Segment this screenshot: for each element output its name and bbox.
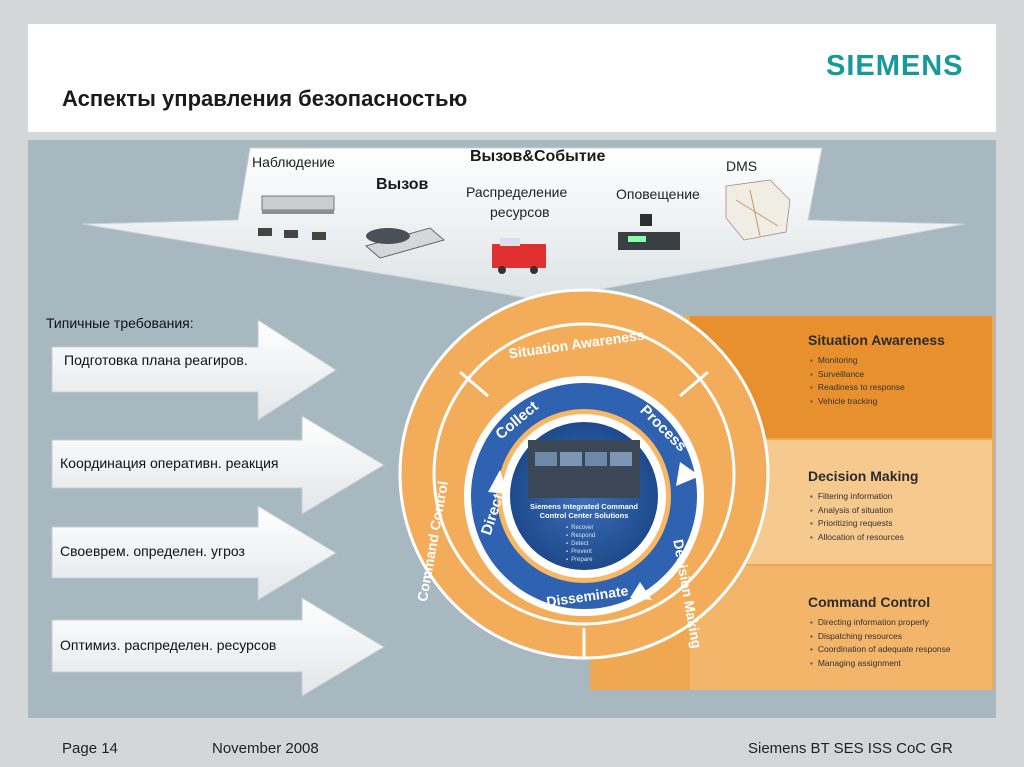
footer-org: Siemens BT SES ISS CoC GR	[748, 740, 953, 757]
control-room-screen-1	[535, 452, 557, 466]
side-tab-2-item: Allocation of resources	[810, 531, 904, 545]
core-list: Recover Respond Detect Prevent Prepare	[566, 524, 595, 564]
label-resource-allocation-1: Распределение	[466, 184, 568, 200]
control-room-screen-3	[585, 452, 607, 466]
requirement-arrows	[51, 319, 385, 697]
core-item-prevent: Prevent	[566, 548, 595, 556]
side-tab-2-item: Prioritizing requests	[810, 517, 904, 531]
side-tab-1-item: Readiness to response	[810, 381, 905, 395]
disseminate-arrow-head	[630, 582, 652, 600]
label-dms: DMS	[726, 158, 758, 174]
header-bar	[28, 24, 996, 132]
side-tab-3-item: Dispatching resources	[810, 630, 951, 644]
side-tab-3-item: Managing assignment	[810, 657, 951, 671]
requirement-arrow-4	[51, 597, 385, 697]
label-surveillance: Наблюдение	[252, 154, 335, 170]
core-item-prepare: Prepare	[566, 556, 595, 564]
side-tab-3-list: Directing information properly Dispatchi…	[810, 616, 951, 670]
core-title: Siemens Integrated Command Control Cente…	[524, 502, 644, 520]
side-tab-1-item: Vehicle tracking	[810, 395, 905, 409]
core-title-line-2: Control Center Solutions	[539, 511, 629, 520]
requirement-item-4: Оптимиз. распределен. ресурсов	[60, 637, 277, 653]
dms-map-icon	[725, 179, 791, 241]
control-room-image	[528, 440, 640, 498]
side-tab-1-item: Monitoring	[810, 354, 905, 368]
side-tab-1-list: Monitoring Surveillance Readiness to res…	[810, 354, 905, 408]
requirement-arrow-3	[51, 505, 337, 601]
requirement-item-3: Своеврем. определен. угроз	[60, 543, 245, 559]
label-notification: Оповещение	[616, 186, 700, 202]
core-item-respond: Respond	[566, 532, 595, 540]
direct-arrow-head	[488, 470, 508, 494]
side-tab-3-item: Coordination of adequate response	[810, 643, 951, 657]
requirement-arrow-1	[51, 319, 337, 421]
side-tab-2-item: Filtering information	[810, 490, 904, 504]
side-tab-2-item: Analysis of situation	[810, 504, 904, 518]
requirement-item-1: Подготовка плана реагиров.	[64, 352, 248, 368]
surveillance-device-icon	[258, 195, 335, 240]
side-tab-3-item: Directing information properly	[810, 616, 951, 630]
funnel-shape	[81, 147, 966, 301]
radio-device-icon	[618, 214, 680, 250]
side-tab-3-title: Command Control	[808, 594, 931, 610]
fire-truck-icon	[492, 238, 546, 274]
label-call: Вызов	[376, 176, 429, 193]
side-tab-1-item: Surveillance	[810, 368, 905, 382]
control-room-screen-2	[560, 452, 582, 466]
footer: Page 14 November 2008 Siemens BT SES ISS…	[0, 728, 1024, 767]
footer-date: November 2008	[212, 740, 319, 757]
siemens-logo: SIEMENS	[826, 50, 964, 82]
core-item-detect: Detect	[566, 540, 595, 548]
side-tab-2-list: Filtering information Analysis of situat…	[810, 490, 904, 544]
blue-arrow-ring	[471, 383, 697, 609]
outer-ring-inner-edge	[432, 322, 736, 626]
side-tab-2-title: Decision Making	[808, 468, 919, 484]
requirements-heading: Типичные требования:	[46, 315, 194, 331]
ring-divider-1	[459, 370, 489, 398]
requirement-item-2: Координация оперативн. реакция	[60, 455, 279, 471]
core-title-line-1: Siemens Integrated Command	[530, 502, 638, 511]
process-arrow-head	[676, 462, 700, 486]
ring-divider-2	[679, 370, 709, 398]
core-item-recover: Recover	[566, 524, 595, 532]
requirement-arrow-2	[51, 415, 385, 515]
page-title: Аспекты управления безопасностью	[62, 86, 468, 111]
label-resource-allocation-2: ресурсов	[490, 204, 550, 220]
telephone-icon	[364, 227, 446, 259]
side-tab-1-title: Situation Awareness	[808, 332, 945, 348]
footer-page: Page 14	[62, 740, 118, 757]
control-room-screen-4	[610, 452, 632, 466]
label-call-event: Вызов&Событие	[470, 148, 606, 165]
